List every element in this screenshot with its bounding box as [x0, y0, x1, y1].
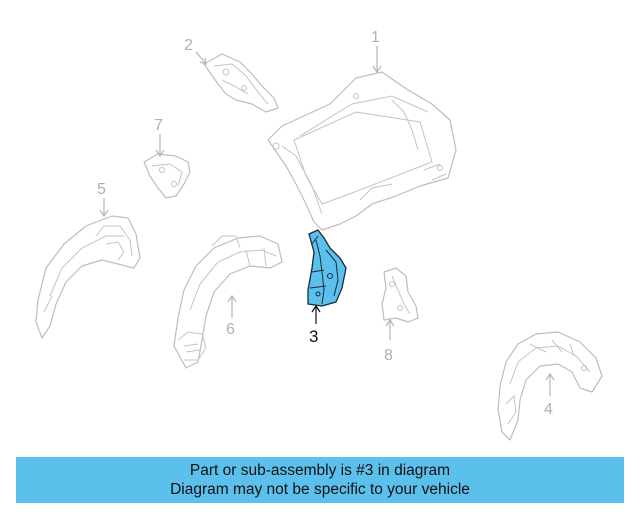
part-3-extension-highlighted [307, 229, 347, 307]
info-banner: Part or sub-assembly is #3 in diagram Di… [16, 457, 624, 503]
part-7-bracket [143, 153, 191, 199]
part-6-wheelhouse-inner [173, 235, 283, 369]
part-2-bracket [203, 53, 279, 113]
parts-diagram: 1 2 7 5 6 [35, 29, 603, 441]
callout-8: 8 [384, 347, 393, 364]
arrow-1 [372, 65, 382, 74]
part-8-bracket [381, 267, 419, 323]
callout-5: 5 [97, 181, 106, 198]
callout-2: 2 [184, 37, 193, 54]
arrow-4 [545, 372, 555, 381]
arrow-6 [227, 294, 237, 303]
callout-3: 3 [309, 327, 318, 346]
arrow-3 [311, 304, 321, 313]
part-4-wheelhouse-liner [497, 331, 603, 441]
banner-line-1: Part or sub-assembly is #3 in diagram [189, 462, 451, 479]
callout-6: 6 [226, 321, 235, 338]
arrow-8 [385, 318, 395, 327]
arrow-7 [155, 149, 165, 158]
arrow-2 [199, 57, 207, 65]
part-1-quarter-panel [267, 71, 457, 231]
arrow-5 [99, 209, 109, 218]
banner-line-2: Diagram may not be specific to your vehi… [170, 481, 470, 498]
callout-7: 7 [154, 117, 163, 134]
callout-4: 4 [544, 401, 553, 418]
part-5-wheelhouse [35, 215, 141, 339]
callout-1: 1 [371, 29, 380, 46]
leader-2 [195, 51, 207, 65]
